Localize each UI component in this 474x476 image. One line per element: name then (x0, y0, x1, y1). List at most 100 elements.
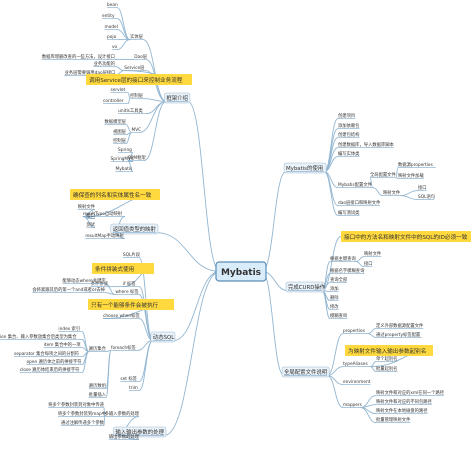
node-b1c7a[interactable]: Spring (118, 147, 133, 153)
node-b6c7[interactable]: 模糊查询 (330, 312, 348, 319)
node-b4[interactable]: 输入输出参数的处理 (113, 426, 167, 438)
node-b1c1c[interactable]: model (104, 24, 118, 30)
node-b7c1b[interactable]: 通过property标签配置 (376, 331, 422, 338)
node-b3c3[interactable]: where 标签 (115, 288, 139, 295)
node-b3c5a5[interactable]: open 遍历体之前的拼接字符 (26, 358, 83, 365)
node-b4c2[interactable]: 输出参数的处理 (108, 433, 140, 440)
node-b6c5[interactable]: 删除 (330, 294, 339, 301)
node-b4c1a[interactable]: 将多个参数封装到对象中传递 (48, 401, 105, 408)
node-b3c1[interactable]: SQL片段 (122, 251, 141, 258)
node-b1c7b[interactable]: SpringMVC (110, 156, 135, 162)
node-label: controller (103, 98, 124, 104)
node-b1c3[interactable]: Service层 (124, 65, 146, 71)
node-b7c3[interactable]: environment (343, 379, 371, 385)
node-b1c6[interactable]: MVC (131, 127, 142, 133)
node-b7c4c[interactable]: 映射文件在本地磁盘的路径 (376, 407, 428, 414)
node-b1c6a[interactable]: 数据模型层 (104, 118, 127, 125)
node-b6c1b[interactable]: 接口 (364, 260, 373, 267)
node-b1c1b[interactable]: entity (102, 13, 117, 19)
node-b2c1[interactable]: resultType自动映射 (82, 210, 125, 217)
node-b1c6b[interactable]: 视图层 (113, 128, 127, 135)
node-b1c5[interactable]: unitls工具类 (118, 107, 146, 114)
node-b3c3a[interactable]: 能够动态where关键字 (62, 277, 106, 284)
node-b1c7[interactable]: SSM框架 (127, 154, 146, 161)
node-b4c1c[interactable]: 通过注解传递多个参数 (61, 419, 105, 426)
node-label: 会将紧跟其后的第一个and或者or去掉 (32, 286, 105, 293)
node-b6c3[interactable]: 查询全部 (330, 276, 348, 283)
node-b1c2a[interactable]: 数据库增删改查的一些方法，设计接口 (41, 53, 115, 60)
node-b7c1a[interactable]: 定义外部数据源配置文件 (376, 322, 424, 329)
node-b5c6a[interactable]: 全局配置文件 (370, 171, 396, 178)
node-b1c2[interactable]: Dao层 (134, 54, 148, 60)
node-b2c1b[interactable]: 接口 (86, 212, 95, 219)
node-b1c4a[interactable]: servlet (110, 87, 128, 93)
node-b7c4[interactable]: mappers (343, 402, 363, 408)
node-b5c3[interactable]: 创建包结构 (338, 131, 360, 138)
node-b7c4b[interactable]: 映射文件和对应的不同包路径 (376, 398, 433, 405)
node-label: 根据名字模糊查询 (330, 267, 365, 274)
node-b5c7[interactable]: dao层接口和映射文件 (338, 199, 381, 206)
node-b5c6b1[interactable]: 接口 (418, 184, 427, 191)
node-b5c8[interactable]: 编写测试类 (338, 209, 360, 216)
node-b3[interactable]: 动态SQL (150, 331, 176, 343)
edge-b3c6 (138, 340, 154, 383)
node-b1c1a[interactable]: bean (107, 2, 118, 8)
node-b7c4a[interactable]: 映射文件和对应的xml在同一个路径 (376, 389, 445, 396)
node-b3c5b[interactable]: 遍历数组 (88, 382, 107, 389)
node-b5c6b[interactable]: 映射文件 (383, 189, 401, 196)
node-b3c5a2[interactable]: collection 集合、输入参数放集合后类型为集合 (0, 333, 82, 340)
node-b3c4[interactable]: choose when标签 (102, 312, 140, 319)
root-node[interactable]: Mybatis (215, 261, 267, 282)
node-b5c2[interactable]: 添加依赖包 (338, 122, 360, 129)
node-b3c7[interactable]: trim (129, 385, 139, 391)
node-b4c1b[interactable]: 将多个参数封装到map中 (57, 410, 106, 417)
node-b5c1[interactable]: 创建项目 (338, 112, 356, 119)
node-b3c5a3[interactable]: item 集合中的一项 (43, 341, 82, 348)
node-b1c3a[interactable]: 业务功能的 (93, 60, 116, 67)
node-b1c4b[interactable]: controller (103, 98, 128, 104)
node-b1c1d[interactable]: pojo (107, 34, 117, 40)
node-b1c4[interactable]: 控制层 (130, 92, 144, 99)
node-b6c4[interactable]: 添加 (330, 285, 339, 292)
node-b3c5a[interactable]: 遍历集合 (88, 345, 107, 352)
node-b5c6[interactable]: Mybatis配置文件 (338, 181, 373, 188)
node-b1[interactable]: 框架介绍 (164, 92, 191, 104)
node-b3c3b[interactable]: 会将紧跟其后的第一个and或者or去掉 (32, 286, 106, 293)
edge-b5c7 (323, 171, 339, 207)
node-b6c1a[interactable]: 映射文件 (364, 250, 382, 257)
node-b3c5a1[interactable]: index 索引 (58, 325, 82, 332)
node-label: Spring (118, 147, 132, 153)
node-b3c2[interactable]: if 标签 (122, 280, 139, 287)
node-b2c1c[interactable]: 测试 (86, 221, 96, 228)
node-b7c2a[interactable]: 单个起别名 (376, 355, 398, 362)
node-b6[interactable]: 完成CURD操作 (285, 281, 326, 293)
node-b3c6[interactable]: set 标签 (120, 375, 139, 382)
node-b7c2[interactable]: typeAliases (343, 361, 371, 367)
node-b5c6a1[interactable]: 数据源properties (398, 161, 436, 168)
node-b1c1[interactable]: 实体层 (130, 33, 144, 40)
node-b7c2b[interactable]: 批量起别名 (376, 365, 398, 372)
node-b7[interactable]: 全局配置文件说明 (281, 366, 330, 378)
node-b2[interactable]: 返回值类型的映射 (110, 223, 159, 235)
node-b4c1[interactable]: 多输入参数的处理 (104, 410, 140, 417)
node-b3c5[interactable]: foreach标签 (110, 344, 137, 351)
node-b5c6b2[interactable]: SQL语句 (418, 193, 435, 200)
node-b3c5a6[interactable]: close 遍历体结束后的拼接字符 (19, 366, 82, 373)
node-b2c1a[interactable]: 映射文件 (77, 203, 96, 210)
node-b7c1[interactable]: properties (343, 328, 368, 334)
node-b3c5a4[interactable]: separator 集合每项之间的分割符 (14, 350, 82, 357)
node-b5c5[interactable]: 编写实体类 (338, 150, 360, 157)
node-b6c6[interactable]: 修改 (330, 303, 339, 310)
node-b6c1[interactable]: 根据主键查询 (330, 255, 356, 262)
node-b1c7c[interactable]: Mybatis (115, 166, 133, 172)
node-b5c6a2[interactable]: 映射文件加载 (398, 172, 424, 179)
node-b3c5c[interactable]: 批量插入 (88, 391, 107, 398)
node-b6c2[interactable]: 根据名字模糊查询 (330, 267, 365, 274)
node-b7c4d[interactable]: 批量管理映射文件 (376, 416, 411, 423)
node-b2c2[interactable]: resultMap手动映射 (85, 232, 125, 239)
node-b5c4[interactable]: 创建数据库，导入数据库脚本 (338, 141, 395, 148)
node-b5[interactable]: Mybatis的使用 (283, 162, 327, 174)
node-b3c2a[interactable]: 条件拼接 (90, 280, 109, 287)
node-b1c6c[interactable]: 控制层 (113, 137, 127, 144)
node-b1c1e[interactable]: vo (112, 45, 118, 50)
